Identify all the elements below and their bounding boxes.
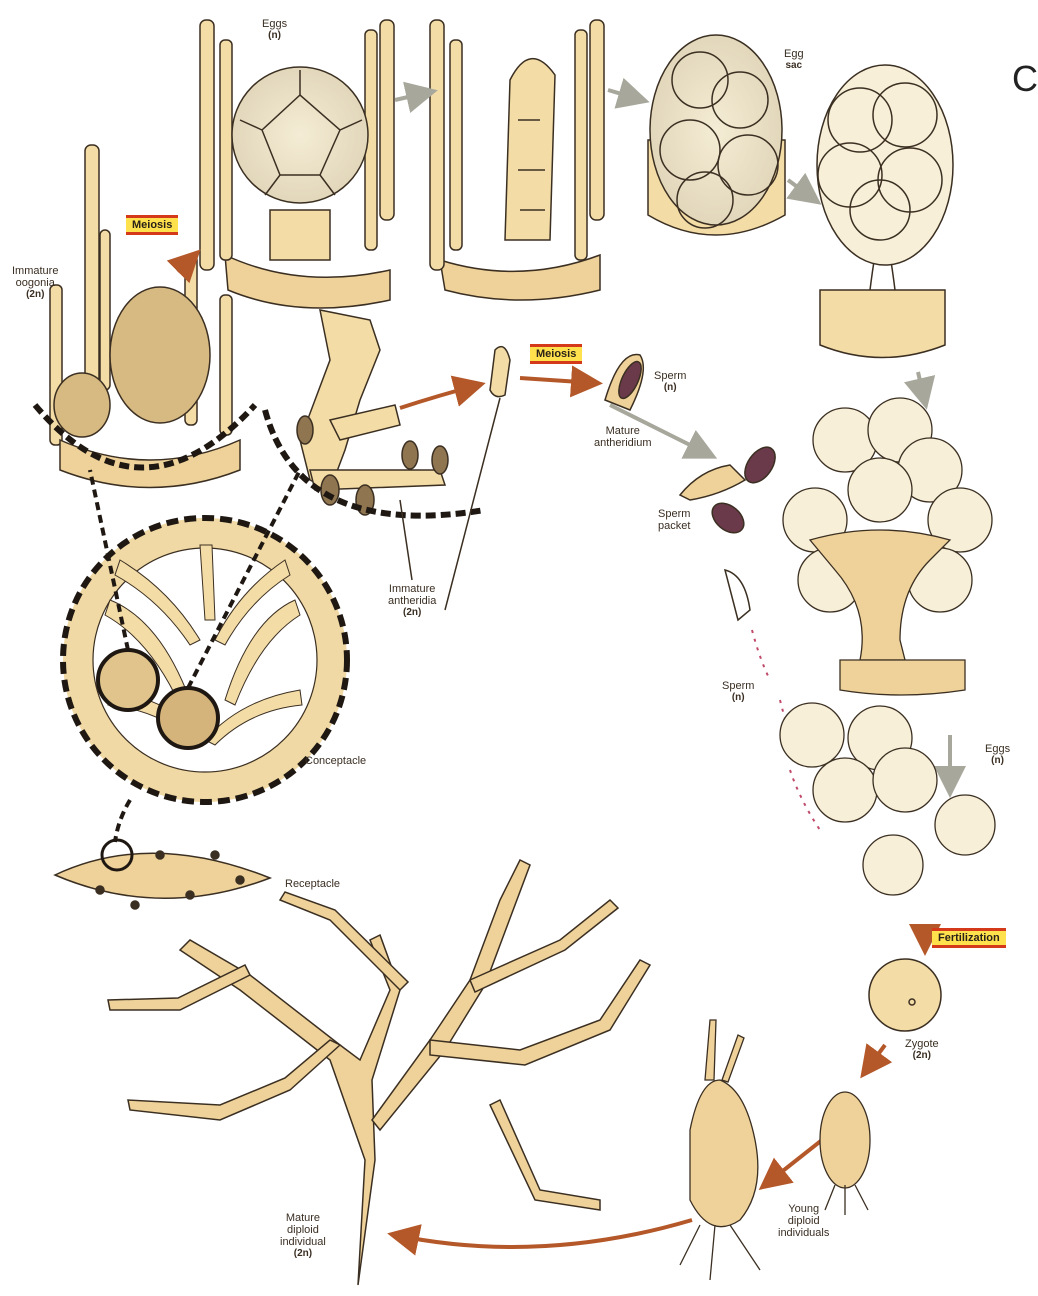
- label-eggs-right: Eggs(n): [985, 743, 1010, 767]
- label-sperm-mid: Sperm(n): [722, 680, 754, 704]
- panel-letter: C: [1012, 58, 1038, 100]
- released-egg-sac: [817, 65, 953, 358]
- label-conceptacle: Conceptacle: [305, 755, 366, 767]
- fertilization-tag: Fertilization: [932, 928, 1006, 948]
- antheridial-branches: [275, 310, 520, 520]
- mature-diploid-thallus: [108, 860, 650, 1285]
- ruptured-oogonium: [430, 20, 604, 300]
- meiosis-tag-female: Meiosis: [126, 215, 178, 235]
- receptacle: [55, 840, 270, 909]
- conceptacle-section: [63, 470, 347, 842]
- label-eggs-top: Eggs(n): [262, 18, 287, 42]
- meiosis-tag-male: Meiosis: [530, 344, 582, 364]
- oogonium-with-eggs: [200, 20, 394, 308]
- egg-release-cluster: [783, 398, 992, 695]
- label-receptacle: Receptacle: [285, 878, 340, 890]
- free-eggs: [780, 703, 995, 895]
- label-zygote: Zygote(2n): [905, 1038, 939, 1062]
- young-diploid-individuals: [680, 1020, 870, 1280]
- zygote: [869, 959, 941, 1031]
- oogonium-egg-release-sequence: [200, 20, 953, 358]
- label-sperm-top: Sperm(n): [654, 370, 686, 394]
- egg-sac: [648, 35, 785, 235]
